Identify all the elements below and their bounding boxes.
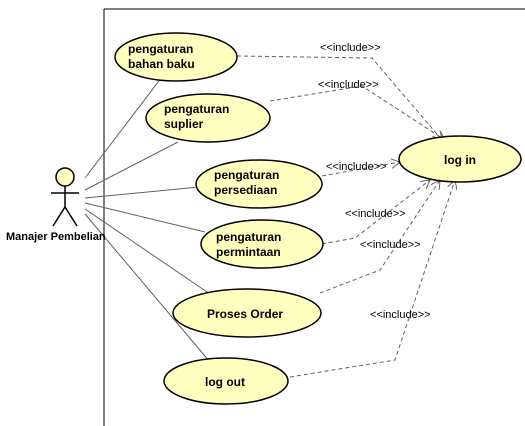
use-case-label-line: log in: [444, 153, 476, 167]
actor-figure: [51, 167, 79, 227]
include-uc2: [269, 85, 445, 140]
association-uc5: [84, 208, 211, 295]
include-uc1: [236, 55, 442, 140]
use-case-label-line: permintaan: [216, 245, 281, 259]
association-uc6: [84, 213, 211, 363]
include-label-uc6: <<include>>: [370, 309, 431, 321]
actor-label: Manajer Pembelian: [6, 231, 106, 243]
association-uc3: [84, 186, 200, 199]
use-case-pengaturan-bahan-baku[interactable]: pengaturan bahan baku: [114, 32, 238, 82]
include-label-uc5: <<include>>: [360, 239, 421, 251]
use-case-shape: [172, 288, 322, 338]
use-case-pengaturan-permintaan[interactable]: pengaturan permintaan: [200, 219, 324, 269]
use-case-label-line: Proses Order: [207, 307, 283, 321]
use-case-label-line: pengaturan: [214, 168, 279, 182]
include-label-uc1: <<include>>: [320, 42, 381, 54]
include-uc3: [321, 162, 400, 177]
use-case-label-line: bahan baku: [128, 57, 195, 71]
include-label-uc3: <<include>>: [326, 161, 387, 173]
use-case-shape: [195, 159, 323, 209]
include-label-uc2: <<include>>: [318, 79, 379, 91]
include-label-uc4: <<include>>: [345, 208, 406, 220]
associations: [84, 72, 211, 363]
use-case-proses-order[interactable]: Proses Order: [172, 288, 322, 338]
use-case-pengaturan-persediaan[interactable]: pengaturan persediaan: [195, 159, 323, 209]
actor-leg-right: [64, 206, 78, 227]
actor-leg-left: [52, 206, 66, 227]
use-case-label-line: suplier: [164, 117, 204, 131]
use-case-shape: [114, 32, 238, 82]
association-uc2: [84, 141, 179, 191]
use-case-shape: [145, 93, 271, 143]
use-case-log-out[interactable]: log out: [163, 357, 289, 405]
actor-head: [55, 167, 75, 187]
association-uc4: [84, 202, 206, 233]
include-uc5: [319, 180, 440, 294]
use-case-log-in[interactable]: log in: [398, 135, 522, 183]
use-case-pengaturan-suplier[interactable]: pengaturan suplier: [145, 93, 271, 143]
include-dependencies: [236, 55, 455, 378]
use-case-shape: [163, 357, 289, 405]
use-case-label-line: pengaturan: [128, 42, 193, 56]
association-uc1: [84, 72, 166, 179]
include-uc6: [289, 180, 455, 378]
use-case-label-line: pengaturan: [164, 102, 229, 116]
use-case-shape: [398, 135, 522, 183]
use-case-label-line: persediaan: [214, 183, 277, 197]
use-case-label-line: pengaturan: [216, 230, 281, 244]
use-case-label-line: log out: [205, 375, 245, 389]
use-case-shape: [200, 219, 324, 269]
